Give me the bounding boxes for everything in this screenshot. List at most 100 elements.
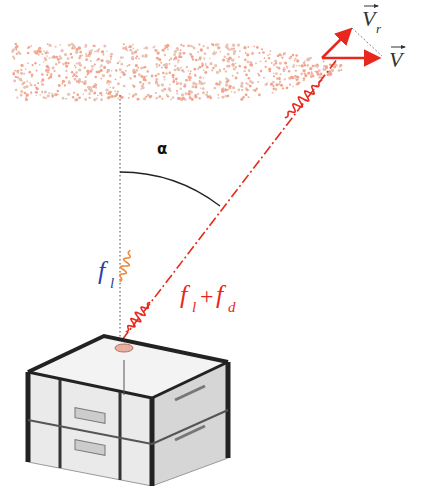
aerosol-particle	[119, 76, 121, 78]
aerosol-particle	[108, 96, 111, 99]
aerosol-particle	[106, 82, 108, 84]
aerosol-particle	[93, 98, 96, 101]
aerosol-particle	[279, 62, 282, 65]
aerosol-particle	[67, 62, 69, 64]
aerosol-particle	[204, 71, 207, 74]
aerosol-particle	[200, 87, 202, 89]
aerosol-particle	[17, 76, 19, 78]
frequency-symbol: f	[98, 258, 105, 284]
aerosol-particle	[312, 65, 315, 68]
aerosol-particle	[202, 87, 205, 90]
aerosol-particle	[225, 70, 227, 72]
aerosol-particle	[197, 93, 199, 95]
aerosol-particle	[170, 58, 172, 60]
aerosol-particle	[129, 49, 132, 52]
aerosol-particle	[265, 83, 268, 86]
aerosol-particle	[108, 91, 111, 94]
aerosol-particle	[68, 44, 71, 47]
aerosol-particle	[226, 43, 229, 46]
aerosol-particle	[275, 72, 278, 75]
aerosol-particle	[44, 90, 47, 93]
aerosol-particle	[307, 72, 310, 75]
aerosol-particle	[130, 78, 132, 80]
aerosol-particle	[47, 52, 49, 54]
aerosol-particle	[152, 46, 154, 48]
aerosol-particle	[129, 45, 132, 48]
aerosol-particle	[156, 97, 158, 99]
aerosol-particle	[71, 71, 74, 74]
aerosol-particle	[183, 85, 186, 88]
aerosol-particle	[283, 68, 286, 71]
aerosol-particle	[222, 58, 225, 61]
aerosol-particle	[156, 51, 159, 54]
aerosol-particle	[23, 73, 25, 75]
aerosol-particle	[273, 87, 276, 90]
aerosol-particle	[35, 51, 38, 54]
aerosol-particle	[76, 48, 79, 51]
aerosol-particle	[301, 64, 304, 67]
aerosol-particle	[317, 66, 319, 68]
aerosol-particle	[182, 97, 185, 100]
aerosol-particle	[245, 52, 247, 54]
aerosol-particle	[105, 88, 108, 91]
aerosol-particle	[170, 98, 172, 100]
aerosol-particle	[177, 97, 180, 100]
aerosol-particle	[278, 78, 281, 81]
aerosol-particle	[100, 98, 103, 101]
aerosol-particle	[57, 90, 59, 92]
aerosol-particle	[267, 54, 269, 56]
aerosol-particle	[204, 52, 207, 55]
aerosol-particle	[120, 56, 123, 59]
aerosol-particle	[146, 75, 148, 77]
aerosol-particle	[100, 59, 103, 62]
aerosol-particle	[260, 70, 262, 72]
aerosol-particle	[180, 56, 182, 58]
aerosol-particle	[38, 50, 41, 53]
aerosol-particle	[128, 97, 130, 99]
aerosol-particle	[14, 58, 16, 60]
aerosol-particle	[306, 64, 309, 67]
aerosol-particle	[19, 78, 22, 81]
aerosol-particle	[226, 65, 229, 68]
aerosol-particle	[213, 50, 215, 52]
aerosol-particle	[107, 62, 109, 64]
aerosol-particle	[213, 52, 216, 55]
aerosol-particle	[158, 64, 160, 66]
aerosol-particle	[241, 85, 244, 88]
aerosol-particle	[49, 44, 52, 47]
aerosol-particle	[161, 67, 163, 69]
aerosol-particle	[72, 96, 75, 99]
aerosol-particle	[187, 75, 190, 78]
aerosol-particle	[46, 71, 49, 74]
aerosol-particle	[256, 46, 259, 49]
aerosol-particle	[89, 70, 92, 73]
aerosol-particle	[172, 74, 175, 77]
aerosol-particle	[92, 85, 95, 88]
aerosol-particle	[209, 58, 211, 60]
aerosol-particle	[319, 75, 321, 77]
aerosol-particle	[115, 69, 117, 71]
aerosol-particle	[132, 44, 134, 46]
aerosol-particle	[101, 95, 103, 97]
aerosol-particle	[135, 64, 138, 67]
aerosol-particle	[140, 88, 142, 90]
aerosol-particle	[52, 66, 55, 69]
aerosol-particle	[133, 69, 135, 71]
aerosol-particle	[283, 70, 285, 72]
aerosol-particle	[108, 80, 111, 83]
aerosol-particle	[129, 93, 131, 95]
aerosol-particle	[232, 44, 235, 47]
aerosol-particle	[261, 48, 263, 50]
aerosol-particle	[92, 45, 94, 47]
aerosol-particle	[247, 83, 249, 85]
aerosol-particle	[41, 53, 43, 55]
aerosol-particle	[67, 57, 70, 60]
aerosol-particle	[295, 70, 297, 72]
velocity-vector	[322, 57, 378, 60]
aerosol-particle	[298, 65, 300, 67]
vertical-reference	[120, 95, 121, 338]
aerosol-particle	[199, 56, 202, 59]
aerosol-particle	[257, 73, 259, 75]
aerosol-particle	[314, 65, 317, 68]
aerosol-particle	[276, 66, 278, 68]
